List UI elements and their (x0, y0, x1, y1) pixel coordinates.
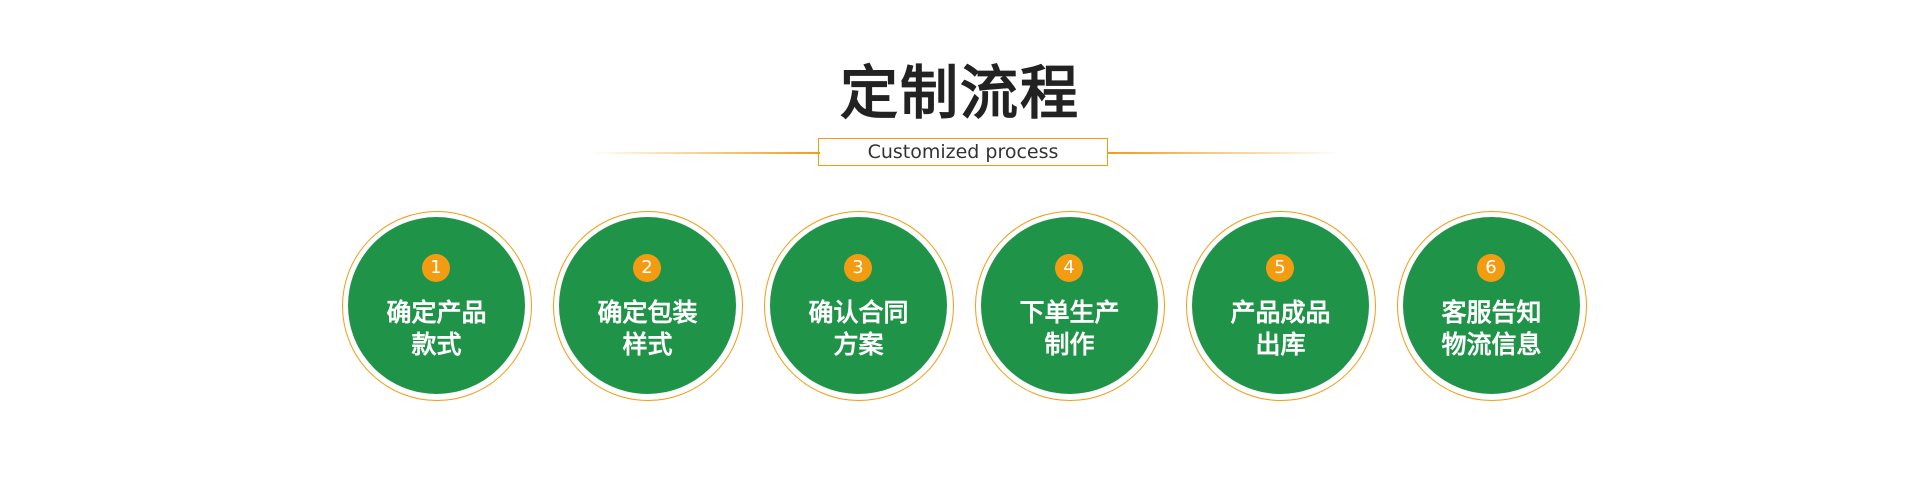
step-number-badge: 3 (844, 254, 872, 282)
step-label-line2: 款式 (411, 330, 462, 359)
step-circle: 2 确定包装 样式 (559, 217, 736, 394)
step-label-line2: 制作 (1044, 330, 1095, 359)
step-circle: 3 确认合同 方案 (770, 217, 947, 394)
step-label-line2: 方案 (833, 330, 884, 359)
step-number-badge: 6 (1477, 254, 1505, 282)
step-3: 3 确认合同 方案 (764, 211, 954, 401)
step-label: 下单生产 制作 (981, 297, 1158, 361)
step-2: 2 确定包装 样式 (553, 211, 743, 401)
step-circle: 6 客服告知 物流信息 (1403, 217, 1580, 394)
step-label-line2: 样式 (622, 330, 673, 359)
step-circle: 4 下单生产 制作 (981, 217, 1158, 394)
step-6: 6 客服告知 物流信息 (1397, 211, 1587, 401)
step-label-line1: 下单生产 (1019, 298, 1120, 327)
step-circle: 5 产品成品 出库 (1192, 217, 1369, 394)
page-subtitle: Customized process (818, 138, 1108, 166)
subtitle-rule-left (590, 152, 820, 154)
step-label: 确定产品 款式 (348, 297, 525, 361)
step-label-line1: 产品成品 (1230, 298, 1331, 327)
step-number-badge: 5 (1266, 254, 1294, 282)
step-label-line1: 确认合同 (808, 298, 909, 327)
step-label-line1: 确定产品 (386, 298, 487, 327)
step-label: 产品成品 出库 (1192, 297, 1369, 361)
step-number-badge: 4 (1055, 254, 1083, 282)
step-label: 确定包装 样式 (559, 297, 736, 361)
step-5: 5 产品成品 出库 (1186, 211, 1376, 401)
subtitle-rule-right (1108, 152, 1340, 154)
step-label: 确认合同 方案 (770, 297, 947, 361)
page-title: 定制流程 (839, 59, 1080, 127)
step-label-line1: 确定包装 (597, 298, 698, 327)
step-label: 客服告知 物流信息 (1403, 297, 1580, 361)
step-number-badge: 2 (633, 254, 661, 282)
step-4: 4 下单生产 制作 (975, 211, 1165, 401)
step-number-badge: 1 (422, 254, 450, 282)
step-label-line2: 物流信息 (1441, 330, 1542, 359)
step-label-line1: 客服告知 (1441, 298, 1542, 327)
step-label-line2: 出库 (1255, 330, 1306, 359)
step-1: 1 确定产品 款式 (342, 211, 532, 401)
step-circle: 1 确定产品 款式 (348, 217, 525, 394)
